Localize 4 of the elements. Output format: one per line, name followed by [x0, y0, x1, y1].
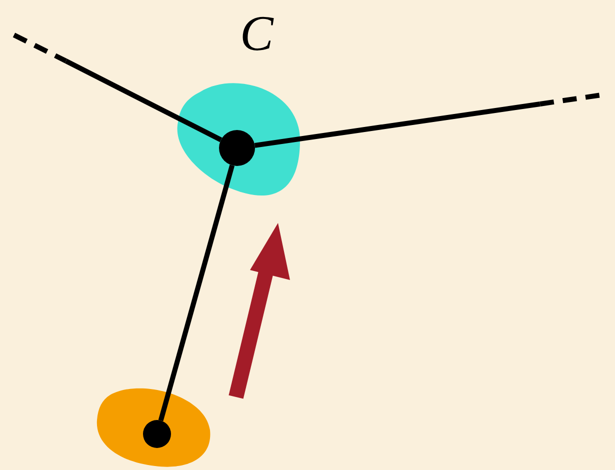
vertex-label: C — [240, 8, 274, 58]
connector-line — [64, 58, 222, 142]
connector-line — [158, 164, 235, 422]
connector-line — [254, 102, 540, 148]
